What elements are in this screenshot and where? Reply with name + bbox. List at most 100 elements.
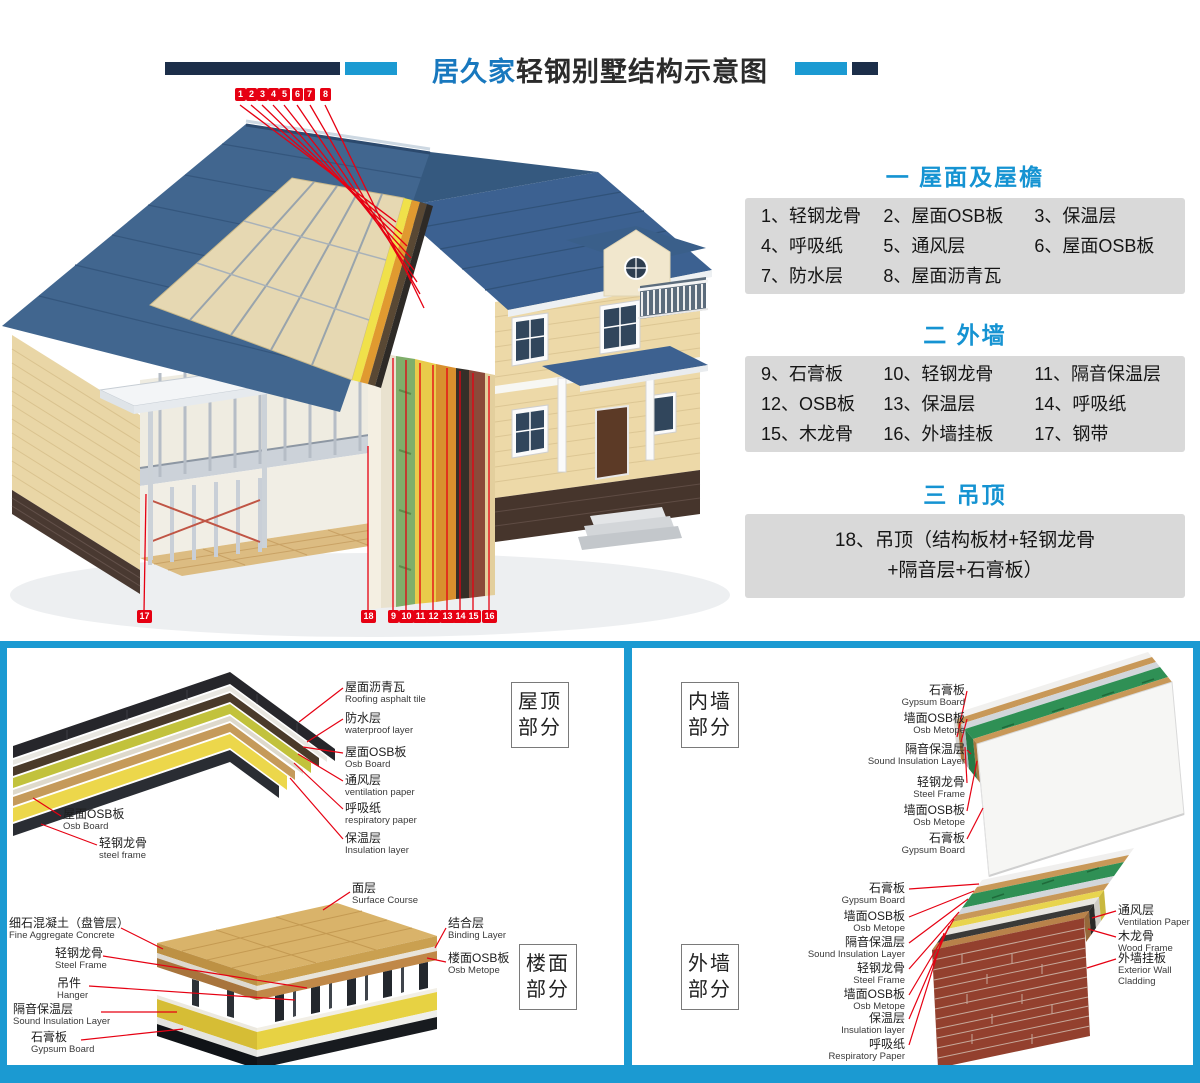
callout-8: 8 [320, 88, 331, 101]
wall-diagram [908, 652, 1185, 1065]
legend-item: 7、防水层 [761, 266, 844, 286]
wall-layer-strips [368, 350, 495, 610]
callout-11: 11 [413, 610, 428, 623]
legend-item: 10、轻钢龙骨 [883, 364, 994, 384]
legend-heading-exterior-wall: 二 外墙 [923, 322, 1007, 348]
roof-cutaway-trusses [149, 177, 405, 381]
callout-16: 16 [482, 610, 497, 623]
legend-item: 11、隔音保温层 [1034, 364, 1162, 384]
legend-item: 9、石膏板 [761, 364, 844, 384]
leader-lines [32, 687, 447, 1041]
legend: 一 屋面及屋檐 1、轻钢龙骨 2、屋面OSB板 3、保温层 4、呼吸纸 5、通风… [745, 150, 1185, 620]
roof-layer-chevron [13, 672, 335, 836]
legend-box-roof: 1、轻钢龙骨 2、屋面OSB板 3、保温层 4、呼吸纸 5、通风层 6、屋面OS… [745, 198, 1185, 294]
bottom-accent-bar [0, 1072, 1200, 1083]
gable-dormer [566, 226, 706, 297]
porch [542, 346, 708, 550]
legend-item: 13、保温层 [883, 394, 976, 414]
callout-9: 9 [388, 610, 399, 623]
legend-item: 15、木龙骨 [761, 424, 854, 444]
house-figure: 1 2 3 4 5 6 7 8 17 18 9 10 11 12 13 14 1… [0, 80, 740, 640]
callout-2: 2 [246, 88, 257, 101]
callout-lines [143, 104, 490, 613]
left-wing-wall [11, 335, 141, 594]
part-tag-floor: 楼面部分 [519, 944, 577, 1010]
steel-straps [149, 499, 261, 543]
legend-item: 17、钢带 [1034, 424, 1109, 444]
roof-layer-bands [352, 198, 433, 388]
legend-item: 3、保温层 [1034, 206, 1117, 226]
house-illustration [2, 104, 730, 637]
legend-item: 12、OSB板 [761, 394, 856, 414]
floor-slab [157, 903, 437, 1065]
part-tag-exterior-wall: 外墙部分 [681, 944, 739, 1010]
layer-label: 细石混凝土（盘管层）Fine Aggregate Concrete [9, 916, 130, 942]
legend-box-exterior-wall: 9、石膏板 10、轻钢龙骨 11、隔音保温层 12、OSB板 13、保温层 14… [745, 356, 1185, 452]
page-title: 居久家轻钢别墅结构示意图 [0, 50, 1200, 89]
balcony-railing [637, 277, 709, 319]
header-deco-right-navy [852, 62, 878, 75]
legend-item: 4、呼吸纸 [761, 236, 844, 256]
roof-floor-diagram [13, 672, 447, 1065]
brand-name: 居久家 [432, 57, 516, 87]
legend-heading-roof: 一 屋面及屋檐 [885, 164, 1045, 190]
callout-13: 13 [440, 610, 455, 623]
legend-ceiling-line1: 18、吊顶（结构板材+轻钢龙骨 [834, 530, 1096, 551]
legend-item: 5、通风层 [883, 236, 966, 256]
legend-ceiling-line2: +隔音层+石膏板） [887, 560, 1043, 581]
interior-wall-assembly [953, 652, 1185, 877]
part-tag-interior-wall: 内墙部分 [681, 682, 739, 748]
part-tag-roof: 屋顶部分 [511, 682, 569, 748]
header-deco-left-navy [165, 62, 340, 75]
callout-18: 18 [361, 610, 376, 623]
callout-3: 3 [257, 88, 268, 101]
legend-item: 14、呼吸纸 [1034, 394, 1127, 414]
legend-heading-ceiling: 三 吊顶 [923, 482, 1007, 508]
legend-item: 16、外墙挂板 [883, 424, 994, 444]
callout-15: 15 [466, 610, 481, 623]
leader-lines [908, 690, 1117, 1046]
callout-1: 1 [235, 88, 246, 101]
callout-7: 7 [304, 88, 315, 101]
legend-box-ceiling: 18、吊顶（结构板材+轻钢龙骨 +隔音层+石膏板） [745, 514, 1185, 598]
legend-item: 8、屋面沥青瓦 [883, 266, 1002, 286]
callout-6: 6 [292, 88, 303, 101]
legend-item: 6、屋面OSB板 [1034, 236, 1155, 256]
callout-14: 14 [453, 610, 468, 623]
header-deco-left-cyan [345, 62, 397, 75]
title-rest: 轻钢别墅结构示意图 [516, 57, 768, 87]
callout-4: 4 [268, 88, 279, 101]
callout-10: 10 [399, 610, 414, 623]
header-deco-right-cyan [795, 62, 847, 75]
